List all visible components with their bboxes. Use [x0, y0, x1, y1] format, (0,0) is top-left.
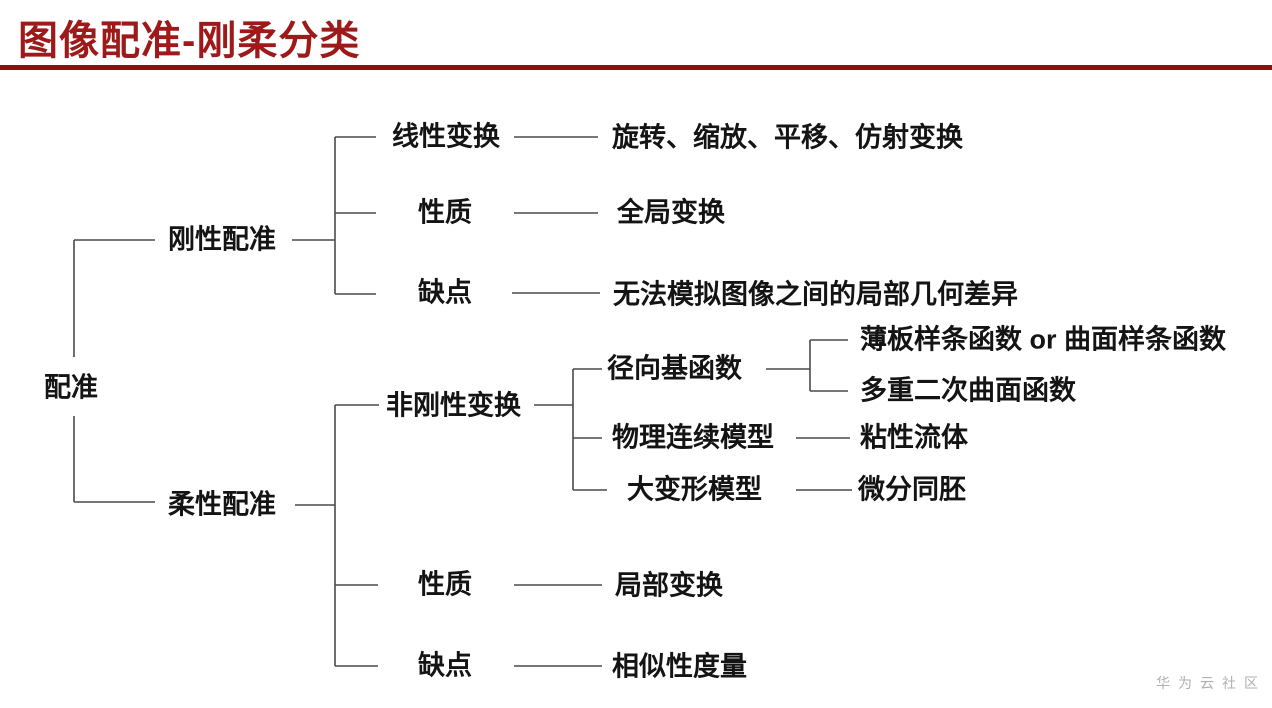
node-nonrigid-transform: 非刚性变换 — [386, 390, 521, 421]
node-thin-plate-spline: 薄板样条函数 or 曲面样条函数 — [860, 324, 1227, 355]
node-multiquadric-function: 多重二次曲面函数 — [860, 375, 1076, 406]
huawei-cloud-watermark: 华为云社区 — [1156, 675, 1266, 691]
title-underline — [0, 65, 1272, 70]
node-physical-continuum-model: 物理连续模型 — [612, 422, 774, 453]
node-rigid-drawback: 缺点 — [418, 277, 472, 308]
node-large-deformation-model: 大变形模型 — [627, 474, 762, 505]
value-rigid-property: 全局变换 — [617, 197, 725, 228]
value-rigid-drawback: 无法模拟图像之间的局部几何差异 — [613, 279, 1018, 310]
node-rigid-registration: 刚性配准 — [168, 224, 276, 255]
node-rigid-property: 性质 — [418, 197, 472, 228]
node-flexible-drawback: 缺点 — [418, 650, 472, 681]
value-flexible-drawback: 相似性度量 — [612, 651, 747, 682]
node-linear-transform: 线性变换 — [392, 121, 500, 152]
value-diffeomorphism: 微分同胚 — [858, 474, 966, 505]
value-linear-transform: 旋转、缩放、平移、仿射变换 — [612, 122, 963, 153]
value-flexible-property: 局部变换 — [615, 570, 723, 601]
node-flexible-registration: 柔性配准 — [168, 489, 276, 520]
node-flexible-property: 性质 — [418, 569, 472, 600]
node-registration: 配准 — [44, 372, 98, 403]
node-radial-basis-function: 径向基函数 — [607, 353, 742, 384]
page-title: 图像配准-刚柔分类 — [18, 19, 361, 63]
value-viscous-fluid: 粘性流体 — [860, 422, 968, 453]
